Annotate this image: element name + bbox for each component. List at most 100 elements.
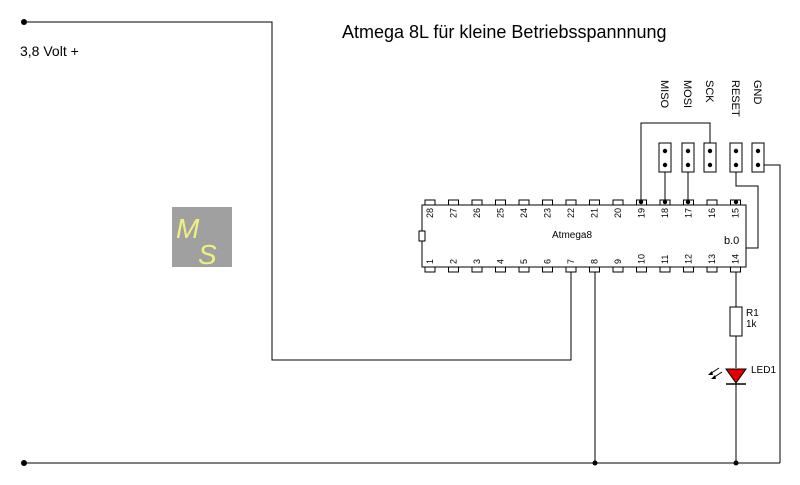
header-label: MISO bbox=[658, 80, 670, 109]
chip-port-label: b.0 bbox=[724, 235, 739, 247]
chip-name: Atmega8 bbox=[552, 230, 592, 241]
chip-bottom-pin-label: 7 bbox=[566, 259, 576, 264]
header-pin-dot bbox=[733, 162, 739, 168]
header-connector-body bbox=[681, 142, 695, 173]
header-label: SCK bbox=[703, 80, 715, 103]
chip-top-pin-pad bbox=[589, 199, 600, 206]
chip-top-pin-pad bbox=[612, 199, 624, 206]
header-sck: SCK bbox=[703, 80, 717, 173]
chip-top-pin-pad bbox=[565, 199, 577, 206]
chip-bottom-pin-label: 4 bbox=[496, 259, 506, 264]
header-gnd: GND bbox=[751, 80, 765, 173]
header-pin-dot bbox=[755, 148, 761, 154]
chip-top-pin-label: 23 bbox=[543, 208, 553, 218]
led-ground-junction bbox=[733, 460, 739, 466]
pin-connection-dot bbox=[685, 199, 691, 205]
chip-top-pin-label: 19 bbox=[637, 208, 647, 218]
pin-connection-dot bbox=[662, 199, 668, 205]
header-label: GND bbox=[751, 80, 763, 105]
header-pin-dot bbox=[707, 148, 713, 154]
chip-top-pin-label: 22 bbox=[566, 208, 576, 218]
chip-bottom-pin-label: 6 bbox=[543, 259, 553, 264]
header-label: MOSI bbox=[681, 80, 693, 108]
programming-headers: MISO MOSI SCK RESET GND bbox=[658, 80, 765, 173]
chip-bottom-pin-pad bbox=[659, 266, 671, 273]
chip-top-pin-pad bbox=[471, 199, 483, 206]
chip-bottom-pin-pad bbox=[612, 266, 624, 273]
chip-bottom-pin-label: 5 bbox=[519, 259, 529, 264]
led-name: LED1 bbox=[751, 365, 776, 376]
resistor-r1: R1 1k bbox=[729, 306, 759, 337]
logo-background bbox=[172, 207, 232, 267]
header-pin-dot bbox=[662, 162, 668, 168]
chip-top-pin-pad bbox=[448, 199, 459, 206]
header-connector-body bbox=[658, 142, 672, 173]
chip-top-pin-label: 17 bbox=[684, 208, 694, 218]
ms-logo: M S bbox=[172, 207, 232, 270]
logo-letter-s: S bbox=[198, 239, 217, 270]
chip-bottom-pin-label: 12 bbox=[684, 254, 694, 264]
resistor-value: 1k bbox=[746, 319, 758, 330]
header-pin-dot bbox=[707, 162, 713, 168]
chip-top-pin-label: 24 bbox=[519, 208, 529, 218]
header-miso: MISO bbox=[658, 80, 672, 173]
header-pin-dot bbox=[733, 148, 739, 154]
chip-top-pin-label: 21 bbox=[590, 208, 600, 218]
chip-bottom-pin-pad bbox=[589, 266, 600, 273]
supply-voltage-label: 3,8 Volt + bbox=[20, 43, 79, 59]
vcc-wire bbox=[24, 21, 572, 361]
schematic-title: Atmega 8L für kleine Betriebsspannnung bbox=[342, 22, 667, 42]
chip-bottom-pin-label: 3 bbox=[472, 259, 482, 264]
chip-bottom-pin-label: 10 bbox=[637, 254, 647, 264]
chip-body bbox=[421, 204, 747, 268]
chip-top-pin-pad bbox=[518, 199, 530, 206]
chip-bottom-pin-pad bbox=[518, 266, 530, 273]
chip-bottom-pin-pad bbox=[706, 266, 718, 273]
pin8-ground-junction bbox=[592, 460, 598, 466]
chip-top-pin-label: 27 bbox=[449, 208, 459, 218]
chip-top-pin-label: 18 bbox=[660, 208, 670, 218]
chip-bottom-pin-label: 8 bbox=[590, 259, 600, 264]
chip-bottom-pin-pad bbox=[471, 266, 483, 273]
header-connector-body bbox=[729, 142, 743, 173]
chip-bottom-pin-pad bbox=[424, 266, 436, 273]
chip-bottom-pin-label: 13 bbox=[707, 254, 717, 264]
resistor-body bbox=[729, 306, 743, 337]
chip-bottom-pin-pad bbox=[636, 266, 647, 273]
pin-connection-dot bbox=[733, 199, 739, 205]
header-pin-dot bbox=[685, 162, 691, 168]
chip-bottom-pin-pad bbox=[683, 266, 694, 273]
chip-top-pin-label: 26 bbox=[472, 208, 482, 218]
resistor-name: R1 bbox=[746, 308, 759, 319]
header-mosi: MOSI bbox=[681, 80, 695, 173]
chip-bottom-pin-pad bbox=[448, 266, 459, 273]
chip-notch bbox=[418, 230, 426, 242]
chip-bottom-pin-pad bbox=[495, 266, 506, 273]
chip-top-pin-pad bbox=[424, 199, 436, 206]
chip-top-pin-label: 28 bbox=[425, 208, 435, 218]
chip-bottom-pin-pad bbox=[730, 266, 741, 273]
logo-letter-m: M bbox=[176, 213, 200, 244]
header-pin-dot bbox=[755, 162, 761, 168]
chip-top-pin-label: 15 bbox=[731, 208, 741, 218]
chip-top-pin-label: 20 bbox=[613, 208, 623, 218]
chip-bottom-pin-pad bbox=[565, 266, 577, 273]
led1: LED1 bbox=[708, 365, 776, 385]
vcc-terminal-dot bbox=[21, 19, 27, 25]
ground-terminal-dot bbox=[21, 460, 27, 466]
chip-top-pin-pad bbox=[542, 199, 553, 206]
chip-bottom-pin-pad bbox=[542, 266, 553, 273]
junction-dots bbox=[21, 19, 739, 466]
chip-top-pin-pad bbox=[495, 199, 506, 206]
header-pin-dot bbox=[685, 148, 691, 154]
led-triangle bbox=[725, 368, 747, 384]
header-label: RESET bbox=[729, 80, 741, 117]
chip-bottom-pin-label: 2 bbox=[449, 259, 459, 264]
chip-bottom-pin-label: 14 bbox=[731, 254, 741, 264]
chip-top-pin-pad bbox=[706, 199, 718, 206]
chip-top-pin-label: 25 bbox=[496, 208, 506, 218]
led-light-arrows bbox=[708, 367, 723, 379]
